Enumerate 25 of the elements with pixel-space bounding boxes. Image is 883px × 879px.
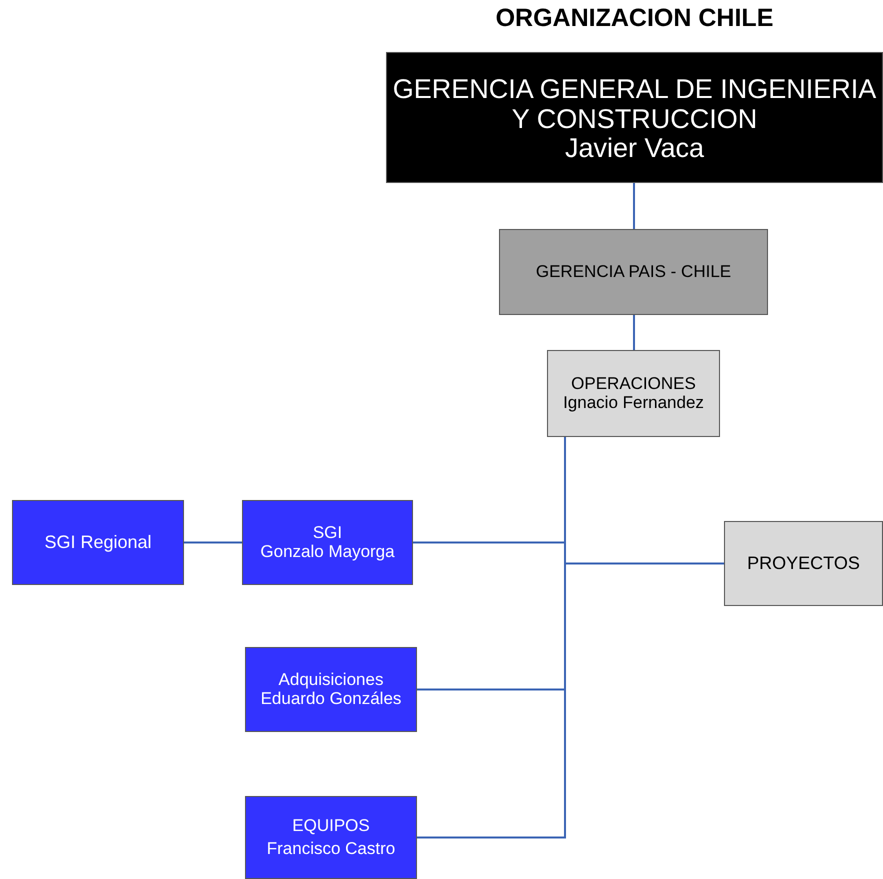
person-name: Javier Vaca: [564, 134, 704, 164]
unit-name: GERENCIA PAIS - CHILE: [536, 262, 732, 282]
person-name: Eduardo Gonzáles: [260, 690, 402, 708]
connector-line: [184, 542, 242, 544]
unit-name: OPERACIONES: [571, 374, 696, 394]
unit-name: GERENCIA GENERAL DE INGENIERIA Y CONSTRUCCION: [392, 74, 878, 134]
unit-name: SGI: [312, 524, 342, 542]
org-box: [724, 521, 883, 606]
unit-name: PROYECTOS: [747, 554, 860, 574]
org-box: [547, 350, 720, 437]
connector-line: [633, 315, 635, 350]
unit-name: SGI Regional: [44, 532, 152, 552]
unit-name: Adquisiciones: [278, 670, 384, 690]
connector-line: [633, 183, 635, 229]
org-box: [499, 229, 768, 315]
person-name: Ignacio Fernandez: [563, 394, 704, 412]
org-box: [245, 796, 417, 879]
chart-title: ORGANIZACION CHILE: [494, 4, 774, 33]
unit-name: EQUIPOS: [292, 816, 370, 836]
org-box: [245, 647, 417, 732]
org-box: [12, 500, 184, 585]
person-name: Gonzalo Mayorga: [260, 542, 395, 562]
org-box: [242, 500, 413, 585]
person-name: Francisco Castro: [266, 840, 396, 858]
org-box: [386, 52, 883, 183]
